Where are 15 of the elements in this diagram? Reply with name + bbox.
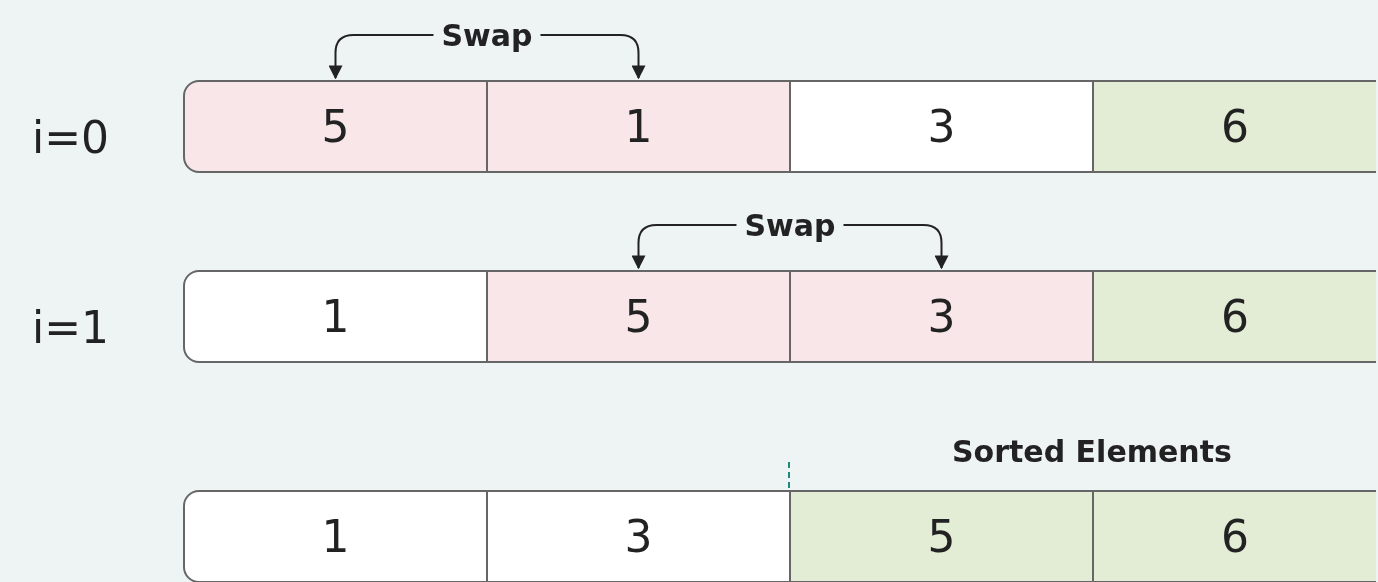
array-cell: 1	[183, 270, 488, 363]
array-cell: 6	[1092, 80, 1376, 173]
row-label: i=1	[32, 302, 110, 353]
array-cell: 5	[183, 80, 488, 173]
array-cell: 1	[183, 490, 488, 582]
array-cell: 1	[486, 80, 791, 173]
array-cell: 3	[789, 270, 1094, 363]
array-cell: 5	[486, 270, 791, 363]
array-cell: 6	[1092, 490, 1376, 582]
array-cell: 5	[789, 490, 1094, 582]
row-label: i=0	[32, 112, 110, 163]
array-cell: 3	[486, 490, 791, 582]
section-label: Sorted Elements	[952, 434, 1232, 469]
array-cell: 6	[1092, 270, 1376, 363]
array-cell: 3	[789, 80, 1094, 173]
